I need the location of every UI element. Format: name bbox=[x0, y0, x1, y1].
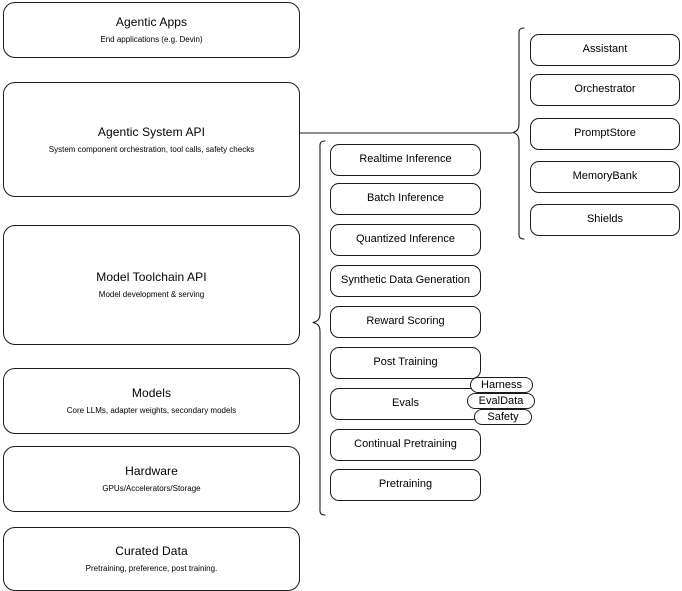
component-post-training[interactable]: Post Training bbox=[330, 347, 481, 379]
layer-subtitle: Core LLMs, adapter weights, secondary mo… bbox=[66, 406, 237, 415]
component-assistant[interactable]: Assistant bbox=[530, 34, 680, 66]
component-reward-scoring[interactable]: Reward Scoring bbox=[330, 306, 481, 338]
component-memorybank[interactable]: MemoryBank bbox=[530, 161, 680, 193]
layer-title: Hardware bbox=[125, 464, 178, 478]
component-shields[interactable]: Shields bbox=[530, 204, 680, 236]
badge-harness[interactable]: Harness bbox=[470, 377, 533, 393]
layer-title: Model Toolchain API bbox=[96, 270, 207, 284]
component-orchestrator[interactable]: Orchestrator bbox=[530, 74, 680, 106]
layer-hardware[interactable]: Hardware GPUs/Accelerators/Storage bbox=[3, 446, 300, 512]
component-synthetic-data-generation[interactable]: Synthetic Data Generation bbox=[330, 265, 481, 297]
layer-curated-data[interactable]: Curated Data Pretraining, preference, po… bbox=[3, 527, 300, 591]
layer-subtitle: Pretraining, preference, post training. bbox=[85, 564, 218, 573]
layer-subtitle: End applications (e.g. Devin) bbox=[100, 35, 203, 44]
agentic-system-brace bbox=[512, 27, 525, 240]
component-continual-pretraining[interactable]: Continual Pretraining bbox=[330, 429, 481, 461]
layer-subtitle: System component orchestration, tool cal… bbox=[48, 144, 255, 154]
layer-title: Agentic Apps bbox=[115, 15, 188, 29]
model-toolchain-brace bbox=[312, 140, 326, 516]
component-realtime-inference[interactable]: Realtime Inference bbox=[330, 144, 481, 176]
layer-agentic-system-api[interactable]: Agentic System API System component orch… bbox=[3, 82, 300, 197]
layer-subtitle: Model development & serving bbox=[98, 290, 205, 299]
layer-model-toolchain-api[interactable]: Model Toolchain API Model development & … bbox=[3, 225, 300, 345]
badge-evaldata[interactable]: EvalData bbox=[467, 393, 535, 409]
badge-safety[interactable]: Safety bbox=[474, 409, 532, 425]
layer-title: Agentic System API bbox=[97, 124, 206, 139]
layer-title: Curated Data bbox=[115, 544, 188, 558]
component-promptstore[interactable]: PromptStore bbox=[530, 118, 680, 150]
component-batch-inference[interactable]: Batch Inference bbox=[330, 183, 481, 215]
layer-subtitle: GPUs/Accelerators/Storage bbox=[102, 484, 201, 493]
component-quantized-inference[interactable]: Quantized Inference bbox=[330, 224, 481, 256]
component-evals[interactable]: Evals bbox=[330, 388, 481, 420]
layer-models[interactable]: Models Core LLMs, adapter weights, secon… bbox=[3, 368, 300, 434]
component-pretraining[interactable]: Pretraining bbox=[330, 469, 481, 501]
layer-agentic-apps[interactable]: Agentic Apps End applications (e.g. Devi… bbox=[3, 2, 300, 58]
layer-title: Models bbox=[131, 386, 172, 400]
